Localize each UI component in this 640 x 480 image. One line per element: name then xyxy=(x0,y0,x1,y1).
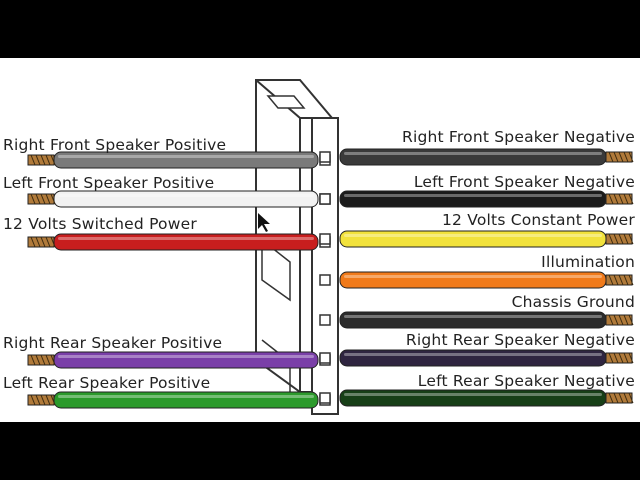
label-right-rear-speaker-negative: Right Rear Speaker Negative xyxy=(405,331,635,349)
label-left-rear-speaker-negative: Left Rear Speaker Negative xyxy=(417,372,635,390)
connector-pin xyxy=(319,314,331,326)
wire-right-front-speaker-negative xyxy=(339,148,634,166)
label-left-front-speaker-negative: Left Front Speaker Negative xyxy=(413,173,635,191)
wire-right-rear-speaker-positive xyxy=(27,351,319,369)
wire-right-rear-speaker-negative xyxy=(339,349,634,367)
wire-left-rear-speaker-positive xyxy=(27,391,319,409)
wire-left-front-speaker-positive xyxy=(27,190,319,208)
connector-pin xyxy=(319,352,331,364)
label-12-volts-constant-power: 12 Volts Constant Power xyxy=(442,211,635,229)
wire-chassis-ground xyxy=(339,311,634,329)
label-illumination: Illumination xyxy=(541,253,635,271)
label-chassis-ground: Chassis Ground xyxy=(511,293,635,311)
top-black-band xyxy=(0,0,640,58)
connector-pin xyxy=(319,233,331,245)
connector-pin xyxy=(319,392,331,404)
label-left-rear-speaker-positive: Left Rear Speaker Positive xyxy=(3,374,211,392)
mouse-cursor-icon xyxy=(258,213,270,232)
label-left-front-speaker-positive: Left Front Speaker Positive xyxy=(3,174,215,192)
label-right-rear-speaker-positive: Right Rear Speaker Positive xyxy=(3,334,223,352)
label-right-front-speaker-negative: Right Front Speaker Negative xyxy=(401,128,635,146)
wire-left-rear-speaker-negative xyxy=(339,389,634,407)
connector-pin xyxy=(319,151,331,163)
wire-12-volts-switched-power xyxy=(27,233,319,251)
wire-illumination xyxy=(339,271,634,289)
connector-pin xyxy=(319,193,331,205)
wire-12-volts-constant-power xyxy=(339,230,634,248)
label-right-front-speaker-positive: Right Front Speaker Positive xyxy=(3,136,227,154)
bottom-black-band xyxy=(0,422,640,480)
connector-pin xyxy=(319,274,331,286)
wire-right-front-speaker-positive xyxy=(27,151,319,169)
label-12-volts-switched-power: 12 Volts Switched Power xyxy=(3,215,197,233)
wire-left-front-speaker-negative xyxy=(339,190,634,208)
connector-pins xyxy=(319,151,331,406)
wire-group xyxy=(27,148,634,409)
